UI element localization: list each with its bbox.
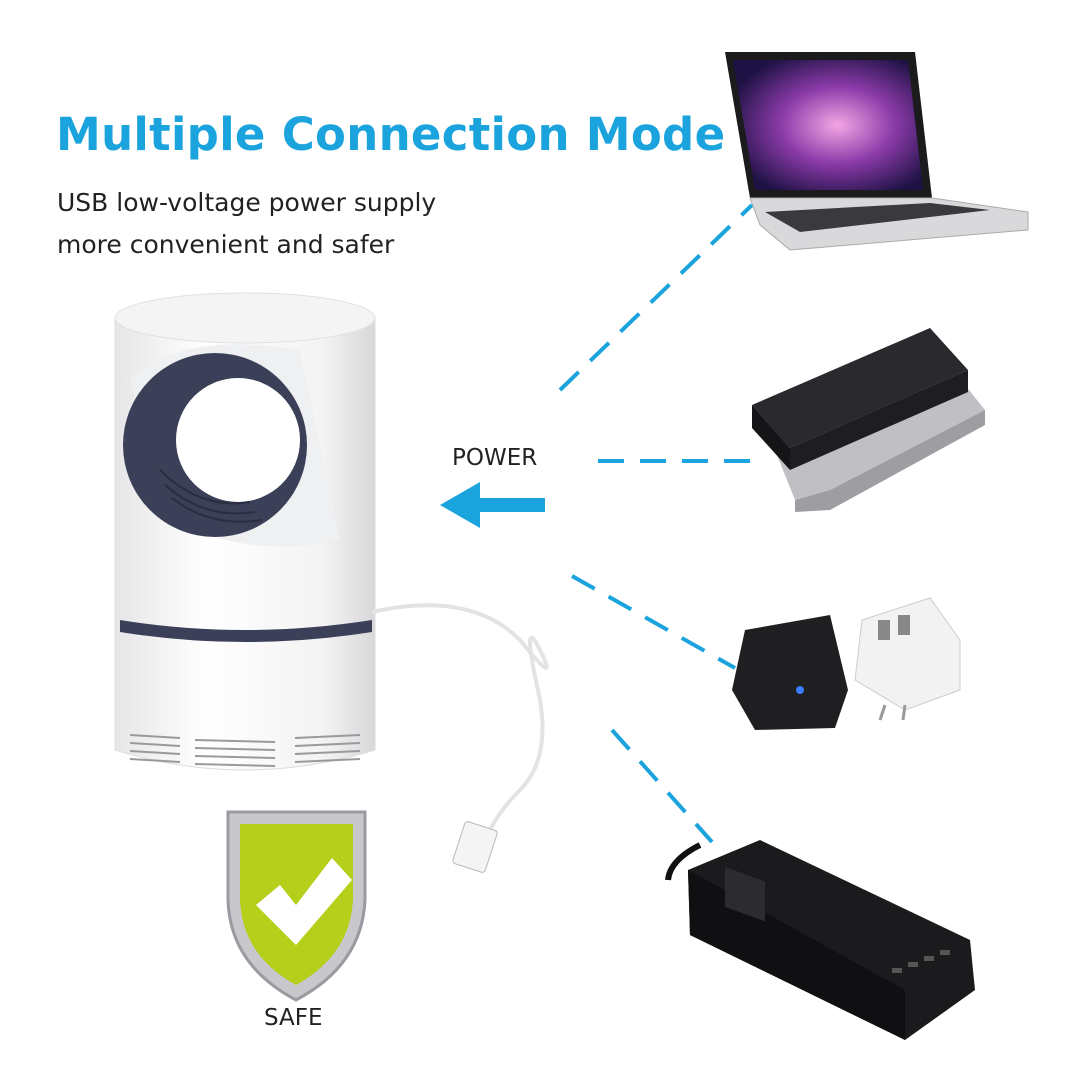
connector-power-strip <box>610 728 714 844</box>
mosquito-lamp-image <box>114 292 549 873</box>
page-title: Multiple Connection Mode <box>56 108 726 161</box>
usb-charger-black-image <box>732 615 848 730</box>
subtitle-line-1: USB low-voltage power supply <box>57 188 437 217</box>
power-label: POWER <box>452 445 538 471</box>
safe-label: SAFE <box>264 1005 323 1031</box>
subtitle-line-2: more convenient and safer <box>57 230 395 259</box>
connector-charger <box>571 574 736 670</box>
power-strip-image <box>665 840 975 1040</box>
connector-laptop <box>558 203 754 392</box>
usb-charger-white-image <box>854 597 961 721</box>
laptop-image <box>725 52 1029 251</box>
power-bank-image <box>752 328 985 512</box>
power-arrow-icon <box>440 482 545 528</box>
safe-shield-icon <box>226 810 367 1002</box>
